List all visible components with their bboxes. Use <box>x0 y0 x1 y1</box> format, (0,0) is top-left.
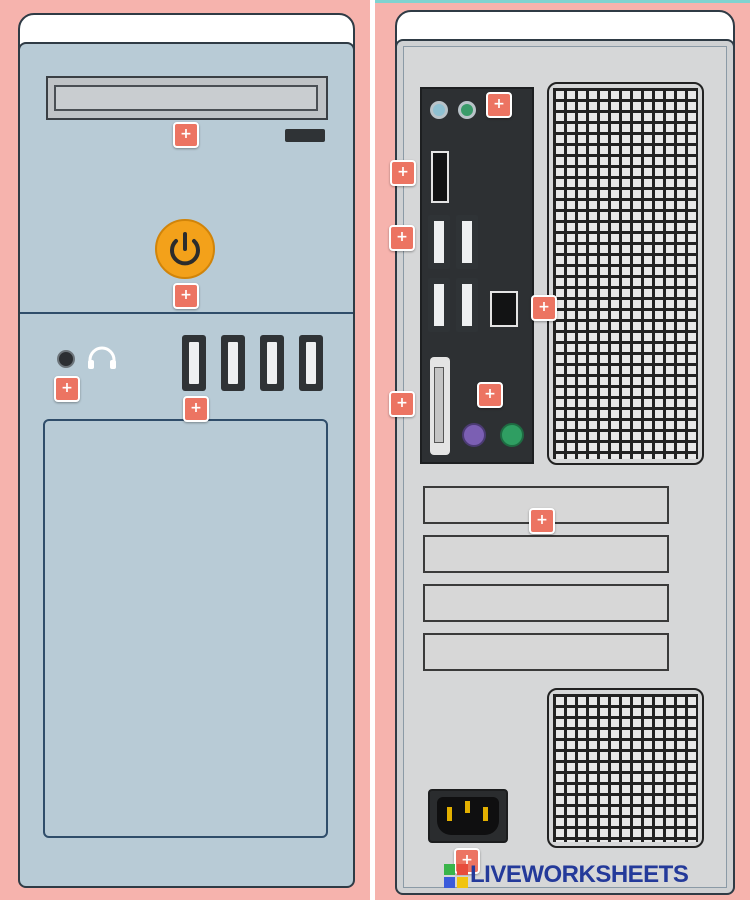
headphone-icon <box>88 346 116 369</box>
hotspot-button[interactable]: + <box>389 391 415 417</box>
liveworksheets-brand[interactable]: LIVEWORKSHEETS <box>470 861 689 888</box>
rear-usb-port-1 <box>428 215 450 269</box>
hotspot-button[interactable]: + <box>54 376 80 402</box>
hotspot-button[interactable]: + <box>529 508 555 534</box>
front-bay-divider <box>20 312 353 314</box>
ethernet-port <box>490 291 518 327</box>
optical-drive <box>46 76 328 120</box>
back-view-panel: + + + + + + + + <box>375 0 750 900</box>
front-usb-port-1 <box>182 335 206 391</box>
io-panel <box>420 87 534 464</box>
hotspot-button[interactable]: + <box>531 295 557 321</box>
hotspot-button[interactable]: + <box>173 122 199 148</box>
ps2-port-green <box>500 423 524 447</box>
hotspot-button[interactable]: + <box>173 283 199 309</box>
expansion-slot-2 <box>423 535 669 573</box>
audio-port-blue <box>430 101 448 119</box>
rear-usb-port-3 <box>428 278 450 332</box>
power-inlet <box>428 789 508 843</box>
audio-port-green <box>458 101 476 119</box>
front-lower-panel <box>43 419 328 838</box>
lower-vent-grille <box>547 688 704 848</box>
upper-vent-grille <box>547 82 704 465</box>
ps2-port-purple <box>462 423 486 447</box>
expansion-slot-4 <box>423 633 669 671</box>
hotspot-button[interactable]: + <box>486 92 512 118</box>
audio-jack <box>57 350 75 368</box>
liveworksheets-logo-icon <box>444 864 468 888</box>
serial-port <box>430 357 450 455</box>
front-view-panel: + + + + <box>0 0 370 900</box>
power-icon <box>170 232 200 266</box>
hotspot-button[interactable]: + <box>183 396 209 422</box>
rear-usb-port-4 <box>456 278 478 332</box>
hdmi-port <box>431 151 449 203</box>
front-usb-port-3 <box>260 335 284 391</box>
expansion-slot-3 <box>423 584 669 622</box>
drive-eject-button[interactable] <box>285 129 325 142</box>
rear-usb-port-2 <box>456 215 478 269</box>
front-tower-case <box>18 42 355 888</box>
power-button[interactable] <box>155 219 215 279</box>
hotspot-button[interactable]: + <box>390 160 416 186</box>
front-usb-port-2 <box>221 335 245 391</box>
hotspot-button[interactable]: + <box>389 225 415 251</box>
front-usb-port-4 <box>299 335 323 391</box>
hotspot-button[interactable]: + <box>477 382 503 408</box>
